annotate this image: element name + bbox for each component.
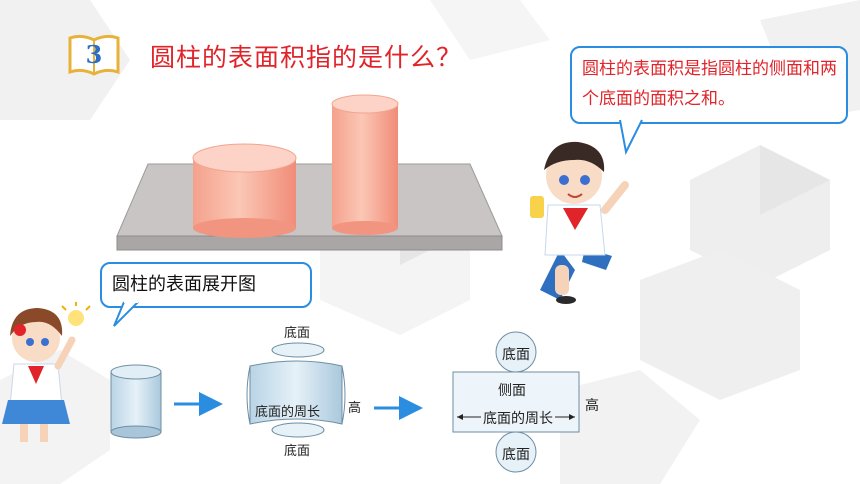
question-number: 3 xyxy=(85,40,103,69)
cylinder-net xyxy=(452,331,580,473)
net-bubble-text: 圆柱的表面展开图 xyxy=(112,274,256,295)
girl-character xyxy=(2,302,91,442)
boy-character xyxy=(530,141,629,304)
net-bubble-tail xyxy=(113,300,139,327)
unroll-circumference-label: 底面的周长 xyxy=(255,405,321,420)
net-circumference-label: 底面的周长 xyxy=(481,408,555,428)
blue-cylinder xyxy=(110,364,162,439)
short-cylinder xyxy=(192,143,297,238)
net-side-label: 侧面 xyxy=(498,383,526,399)
question-book-icon xyxy=(68,34,120,76)
tall-cylinder xyxy=(331,94,399,235)
answer-speech-bubble xyxy=(570,46,848,124)
net-bottom-circle-label: 底面 xyxy=(502,447,530,463)
answer-bubble-tail xyxy=(619,116,643,156)
net-height-label: 高 xyxy=(585,398,599,414)
unroll-top-label: 底面 xyxy=(284,326,311,341)
answer-text: 圆柱的表面积是指圆柱的侧面和两个底面的面积之和。 xyxy=(582,59,837,109)
display-board xyxy=(116,163,503,251)
unrolling-cylinder xyxy=(246,342,346,438)
unroll-bottom-label: 底面 xyxy=(284,444,311,459)
unroll-height-label: 高 xyxy=(348,401,362,416)
question-title: 圆柱的表面积指的是什么？ xyxy=(150,43,463,72)
net-top-circle-label: 底面 xyxy=(502,347,530,363)
